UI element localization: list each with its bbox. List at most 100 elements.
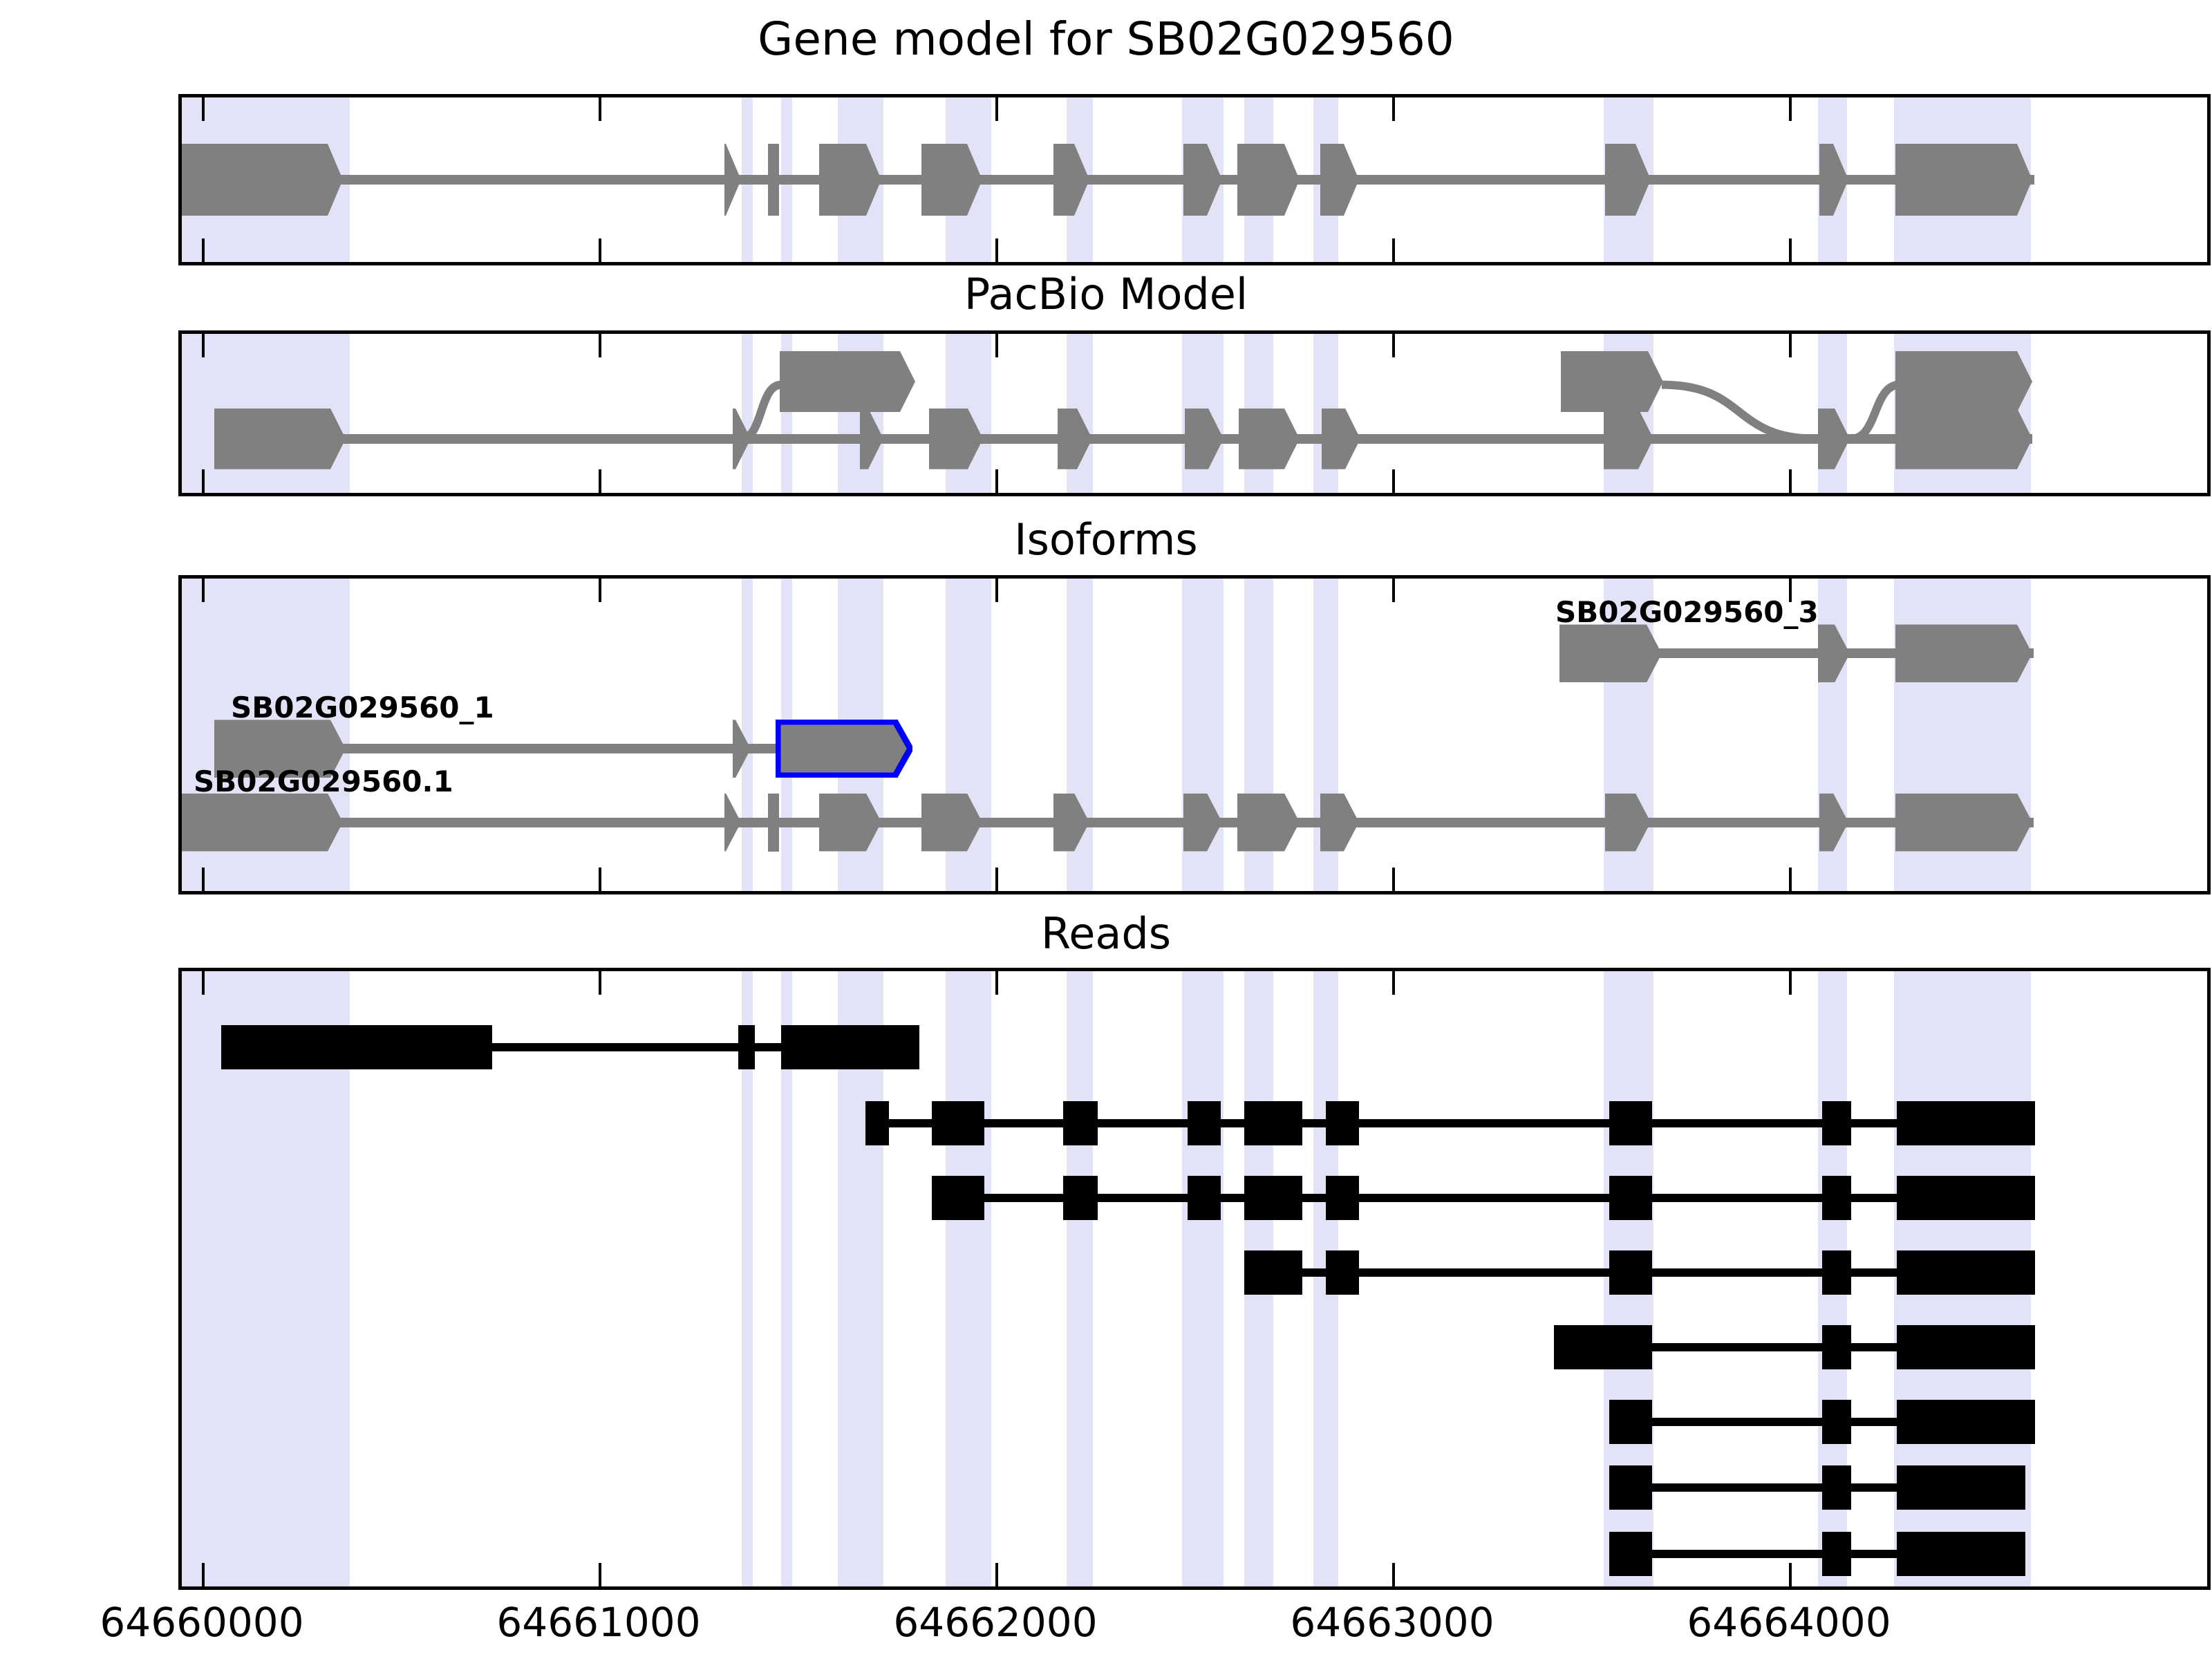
axis-tick-top-4 bbox=[1789, 971, 1792, 995]
exon-1-9 bbox=[1818, 409, 1850, 469]
read-block-4-1 bbox=[1822, 1325, 1851, 1369]
exon-10 bbox=[1819, 144, 1848, 216]
x-axis-tick-label-3: 64663000 bbox=[1290, 1599, 1494, 1646]
exon-1-1 bbox=[733, 409, 751, 469]
exon-body bbox=[1605, 144, 1651, 216]
exon-1-7 bbox=[1322, 409, 1360, 469]
exon-body bbox=[1895, 624, 2032, 682]
exon-body bbox=[1818, 409, 1850, 469]
axis-tick-bottom-3 bbox=[1392, 238, 1395, 262]
exon-0-2 bbox=[1895, 624, 2032, 682]
exon-1-10 bbox=[1895, 409, 2032, 469]
panel-title-isoforms: Isoforms bbox=[1014, 514, 1198, 565]
intron-line bbox=[865, 1119, 2035, 1127]
axis-tick-top-3 bbox=[1392, 579, 1395, 602]
pacbio-panel bbox=[178, 330, 2211, 496]
read-block-1-8 bbox=[1897, 1101, 2035, 1145]
intron-line bbox=[182, 817, 2034, 827]
exon-1 bbox=[724, 144, 741, 216]
read-block-2-4 bbox=[1326, 1176, 1359, 1220]
axis-tick-bottom-1 bbox=[599, 1563, 601, 1586]
intron-line bbox=[182, 175, 2034, 185]
axis-tick-bottom-0 bbox=[202, 469, 205, 493]
exon-body bbox=[1320, 144, 1359, 216]
read-block-3-4 bbox=[1897, 1250, 2035, 1295]
exon-body bbox=[1895, 409, 2032, 469]
exon-body bbox=[921, 794, 982, 852]
exon-body bbox=[733, 720, 751, 778]
isoform-SB02G029560.1-label: SB02G029560.1 bbox=[194, 764, 453, 798]
exon-1-4 bbox=[1058, 409, 1092, 469]
exon-0 bbox=[178, 144, 343, 216]
shaded-region-1 bbox=[742, 971, 753, 1586]
exon-body bbox=[929, 409, 983, 469]
axis-tick-top-4 bbox=[1789, 97, 1792, 121]
reads-panel bbox=[178, 968, 2211, 1590]
read-block-2-1 bbox=[1063, 1176, 1098, 1220]
exon-2-4 bbox=[921, 794, 982, 852]
axis-tick-top-1 bbox=[599, 334, 601, 357]
axis-tick-bottom-4 bbox=[1789, 238, 1792, 262]
read-block-1-5 bbox=[1326, 1101, 1359, 1145]
exon-body bbox=[178, 794, 343, 852]
exon-2-11 bbox=[1895, 794, 2032, 852]
exon-2-2 bbox=[768, 793, 779, 852]
axis-tick-bottom-2 bbox=[995, 238, 998, 262]
shaded-region-0 bbox=[182, 971, 350, 1586]
read-block-1-4 bbox=[1244, 1101, 1302, 1145]
exon-2-8 bbox=[1320, 794, 1359, 852]
axis-tick-bottom-3 bbox=[1392, 1563, 1395, 1586]
axis-tick-top-4 bbox=[1789, 579, 1792, 602]
panel-title-pacbio: PacBio Model bbox=[964, 269, 1248, 319]
axis-tick-top-2 bbox=[995, 579, 998, 602]
axis-tick-bottom-3 bbox=[1392, 868, 1395, 891]
exon-2-0 bbox=[178, 794, 343, 852]
read-block-1-6 bbox=[1609, 1101, 1652, 1145]
read-block-3-2 bbox=[1609, 1250, 1652, 1295]
axis-tick-top-3 bbox=[1392, 971, 1395, 995]
exon-1-3 bbox=[929, 409, 983, 469]
exon-1-0 bbox=[214, 409, 346, 469]
exon-2-1 bbox=[724, 794, 741, 852]
read-block-5-2 bbox=[1897, 1400, 2035, 1444]
axis-tick-bottom-3 bbox=[1392, 469, 1395, 493]
exon-body bbox=[860, 409, 883, 469]
read-block-2-7 bbox=[1897, 1176, 2035, 1220]
exon-body bbox=[214, 409, 346, 469]
exon-body bbox=[1183, 794, 1222, 852]
axis-tick-top-0 bbox=[202, 971, 205, 995]
axis-tick-top-1 bbox=[599, 97, 601, 121]
exon-body bbox=[776, 720, 912, 778]
axis-tick-top-0 bbox=[202, 579, 205, 602]
exon-body bbox=[780, 351, 915, 412]
exon-2 bbox=[768, 144, 779, 216]
isoform-SB02G029560_3-label: SB02G029560_3 bbox=[1555, 595, 1819, 630]
axis-tick-top-3 bbox=[1392, 97, 1395, 121]
exon-2-7 bbox=[1237, 794, 1300, 852]
axis-tick-bottom-4 bbox=[1789, 469, 1792, 493]
x-axis-tick-label-0: 64660000 bbox=[100, 1599, 304, 1646]
read-block-1-2 bbox=[1063, 1101, 1098, 1145]
intron-line bbox=[214, 744, 776, 754]
read-block-2-2 bbox=[1188, 1176, 1221, 1220]
exon-1-0 bbox=[214, 720, 346, 778]
read-block-1-7 bbox=[1822, 1101, 1851, 1145]
axis-tick-bottom-4 bbox=[1789, 868, 1792, 891]
x-axis-tick-label-1: 64661000 bbox=[496, 1599, 701, 1646]
exon-body bbox=[1895, 144, 2032, 216]
exon-body bbox=[1559, 624, 1662, 682]
read-block-4-0 bbox=[1554, 1325, 1652, 1369]
read-block-7-2 bbox=[1897, 1532, 2025, 1576]
exon-body bbox=[1895, 351, 2032, 412]
intron-line bbox=[214, 433, 2032, 444]
exon-1-8 bbox=[1604, 409, 1653, 469]
axis-tick-top-1 bbox=[599, 971, 601, 995]
exon-body bbox=[1237, 144, 1300, 216]
axis-tick-bottom-2 bbox=[995, 469, 998, 493]
shaded-region-3 bbox=[838, 971, 883, 1586]
exon-2-10 bbox=[1819, 794, 1848, 852]
splice-curve-2 bbox=[1850, 380, 1900, 443]
exon-body bbox=[1237, 794, 1300, 852]
exon-body bbox=[1604, 409, 1653, 469]
exon-body bbox=[733, 409, 751, 469]
